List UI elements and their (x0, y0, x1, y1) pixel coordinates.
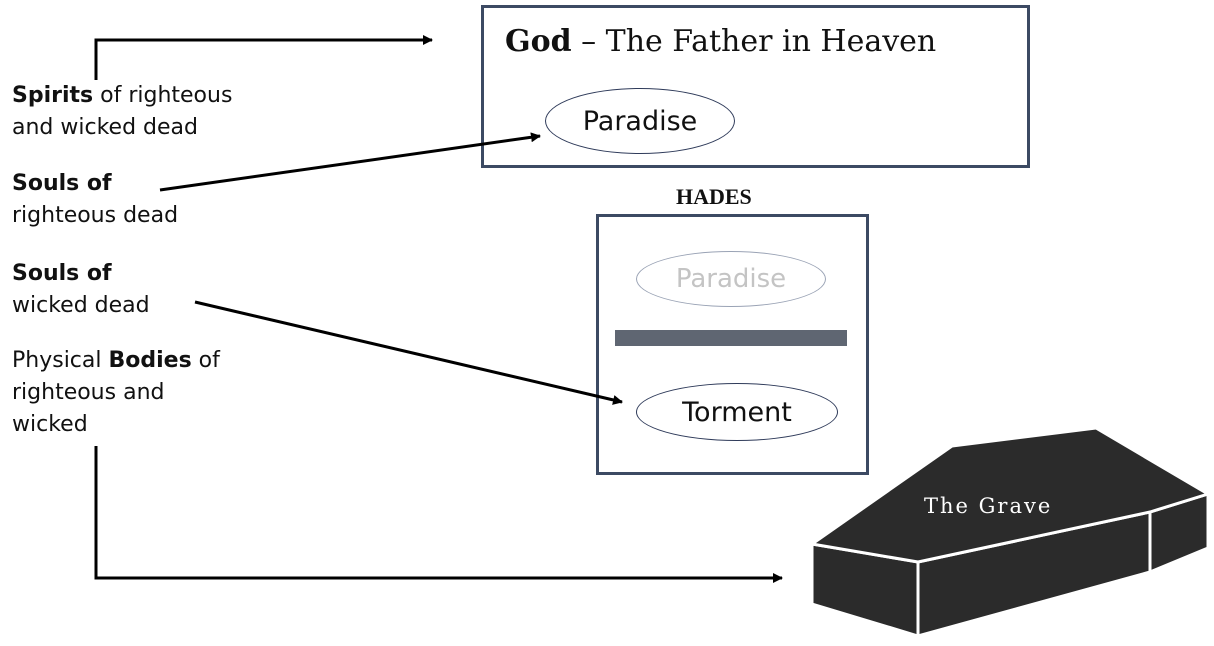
arrow-souls-righteous-to-paradise (159, 132, 541, 192)
heaven-title-rest: – The Father in Heaven (571, 24, 937, 59)
label-spirits-line2: and wicked dead (12, 115, 198, 140)
label-spirits-rest: of righteous (93, 83, 233, 108)
label-bodies-bold: Bodies (108, 348, 192, 373)
label-bodies-post: of (191, 348, 220, 373)
heaven-title: God – The Father in Heaven (505, 24, 936, 59)
label-souls-wicked-line2: wicked dead (12, 293, 150, 318)
label-bodies-line3: wicked (12, 412, 88, 437)
heaven-paradise-label: Paradise (582, 105, 698, 137)
label-souls-righteous-bold: Souls of (12, 171, 112, 196)
coffin-icon (808, 426, 1212, 639)
hades-paradise-label: Paradise (675, 264, 787, 294)
hades-torment-label: Torment (682, 396, 792, 428)
hades-paradise-oval: Paradise (636, 251, 826, 307)
label-souls-wicked: Souls of wicked dead (12, 258, 150, 322)
grave-label: The Grave (924, 494, 1053, 518)
heaven-paradise-oval: Paradise (545, 88, 735, 154)
hades-title: HADES (676, 184, 752, 209)
label-souls-wicked-bold: Souls of (12, 261, 112, 286)
label-bodies: Physical Bodies of righteous and wicked (12, 345, 220, 441)
hades-divider (615, 330, 847, 346)
label-spirits-bold: Spirits (12, 83, 94, 108)
hades-torment-oval: Torment (636, 383, 838, 441)
heaven-title-god: God (505, 24, 572, 59)
label-bodies-line2: righteous and (12, 380, 165, 405)
label-souls-righteous: Souls of righteous dead (12, 168, 178, 232)
arrow-spirits-to-god (94, 35, 433, 80)
arrow-souls-wicked-to-torment (194, 300, 623, 405)
arrow-bodies-to-grave (94, 446, 783, 583)
label-bodies-pre: Physical (12, 348, 109, 373)
label-spirits: Spirits of righteous and wicked dead (12, 80, 232, 144)
label-souls-righteous-line2: righteous dead (12, 203, 179, 228)
